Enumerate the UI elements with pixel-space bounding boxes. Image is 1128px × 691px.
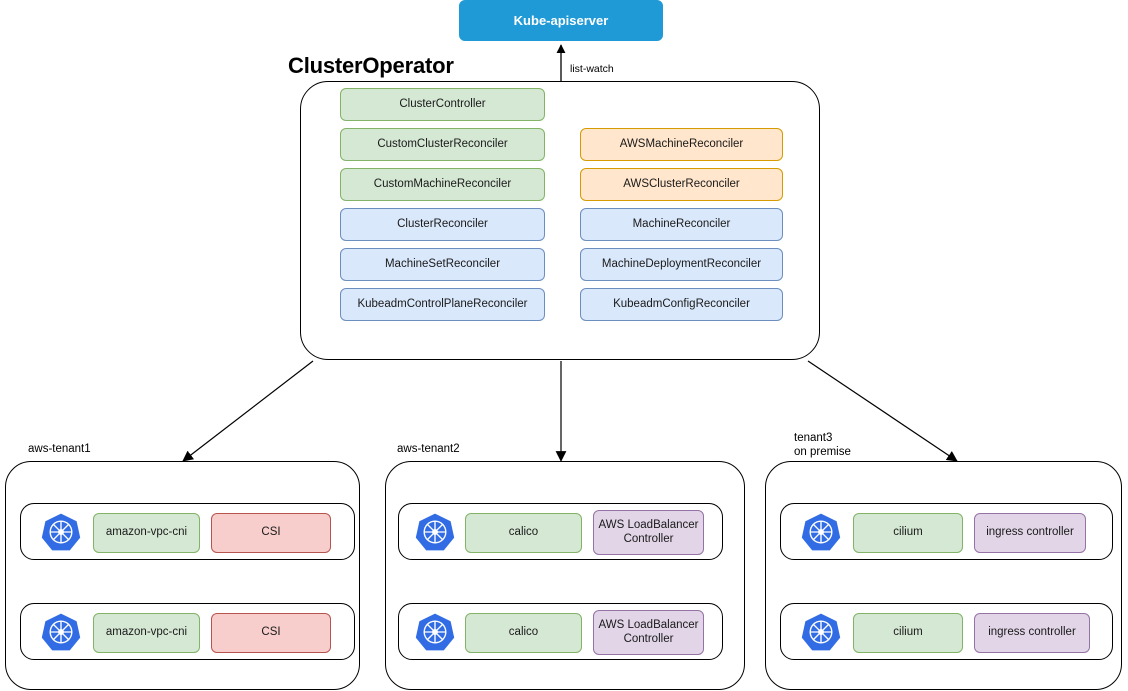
component-label: AWS LoadBalancer Controller xyxy=(598,618,699,645)
component-label: calico xyxy=(508,526,539,539)
component-label: CSI xyxy=(261,626,281,639)
tenant2-node2-component-aws-loadbalancer-controller[interactable]: AWS LoadBalancer Controller xyxy=(593,610,704,655)
tenant-label-tenant3: tenant3 on premise xyxy=(794,432,851,458)
operator-component-custom-cluster-reconciler[interactable]: CustomClusterReconciler xyxy=(340,128,545,161)
kube-apiserver-label: Kube-apiserver xyxy=(513,13,609,28)
edge-operator-to-tenant1 xyxy=(182,360,314,462)
component-label: AWSMachineReconciler xyxy=(619,137,744,150)
component-label: MachineDeploymentReconciler xyxy=(601,257,762,270)
tenant-label-aws-tenant1: aws-tenant1 xyxy=(28,443,91,455)
operator-component-machine-reconciler[interactable]: MachineReconciler xyxy=(580,208,783,241)
page-title: ClusterOperator xyxy=(288,53,454,78)
component-label: calico xyxy=(508,626,539,639)
operator-component-kubeadm-controlplane-reconciler[interactable]: KubeadmControlPlaneReconciler xyxy=(340,288,545,321)
kubernetes-logo-icon xyxy=(41,612,81,652)
operator-component-machinedeployment-reconciler[interactable]: MachineDeploymentReconciler xyxy=(580,248,783,281)
component-label: KubeadmControlPlaneReconciler xyxy=(357,297,528,310)
component-label: ingress controller xyxy=(988,626,1076,639)
component-label: ClusterReconciler xyxy=(397,217,488,230)
operator-component-aws-machine-reconciler[interactable]: AWSMachineReconciler xyxy=(580,128,783,161)
operator-component-machineset-reconciler[interactable]: MachineSetReconciler xyxy=(340,248,545,281)
component-label: ClusterController xyxy=(399,97,486,110)
tenant2-node1-component-aws-loadbalancer-controller[interactable]: AWS LoadBalancer Controller xyxy=(593,510,704,555)
component-label: amazon-vpc-cni xyxy=(105,626,188,639)
tenant3-node-1: cilium ingress controller xyxy=(780,503,1113,560)
tenant3-node1-component-cilium[interactable]: cilium xyxy=(853,513,963,553)
kube-apiserver-node: Kube-apiserver xyxy=(459,0,663,41)
operator-component-kubeadm-config-reconciler[interactable]: KubeadmConfigReconciler xyxy=(580,288,783,321)
tenant3-node-2: cilium ingress controller xyxy=(780,603,1113,660)
tenant3-node1-component-ingress-controller[interactable]: ingress controller xyxy=(974,513,1086,553)
tenant3-node2-component-ingress-controller[interactable]: ingress controller xyxy=(974,613,1090,653)
kubernetes-logo-icon xyxy=(415,512,455,552)
component-label: MachineSetReconciler xyxy=(384,257,501,270)
operator-component-cluster-controller[interactable]: ClusterController xyxy=(340,88,545,121)
tenant2-node2-component-calico[interactable]: calico xyxy=(465,613,582,653)
kubernetes-logo-icon xyxy=(801,612,841,652)
kubernetes-logo-icon xyxy=(415,612,455,652)
tenant2-node1-component-calico[interactable]: calico xyxy=(465,513,582,553)
component-label: KubeadmConfigReconciler xyxy=(613,297,750,310)
component-label: AWS LoadBalancer Controller xyxy=(598,518,699,545)
operator-component-custom-machine-reconciler[interactable]: CustomMachineReconciler xyxy=(340,168,545,201)
component-label: CustomClusterReconciler xyxy=(377,137,508,150)
edge-label-list-watch: list-watch xyxy=(570,63,614,75)
tenant1-node1-component-cni[interactable]: amazon-vpc-cni xyxy=(93,513,200,553)
tenant1-node2-component-csi[interactable]: CSI xyxy=(211,613,331,653)
tenant2-node-2: calico AWS LoadBalancer Controller xyxy=(398,603,723,660)
tenant1-node1-component-csi[interactable]: CSI xyxy=(211,513,331,553)
operator-component-cluster-reconciler[interactable]: ClusterReconciler xyxy=(340,208,545,241)
operator-component-aws-cluster-reconciler[interactable]: AWSClusterReconciler xyxy=(580,168,783,201)
component-label: MachineReconciler xyxy=(632,217,731,230)
tenant3-node2-component-cilium[interactable]: cilium xyxy=(853,613,963,653)
component-label: ingress controller xyxy=(986,526,1074,539)
tenant1-node-2: amazon-vpc-cni CSI xyxy=(20,603,355,660)
component-label: amazon-vpc-cni xyxy=(105,526,188,539)
kubernetes-logo-icon xyxy=(801,512,841,552)
component-label: AWSClusterReconciler xyxy=(623,177,740,190)
component-label: cilium xyxy=(893,526,923,539)
tenant-label-aws-tenant2: aws-tenant2 xyxy=(397,443,460,455)
component-label: CSI xyxy=(261,526,281,539)
tenant2-node-1: calico AWS LoadBalancer Controller xyxy=(398,503,723,560)
component-label: CustomMachineReconciler xyxy=(373,177,512,190)
tenant1-node-1: amazon-vpc-cni CSI xyxy=(20,503,355,560)
kubernetes-logo-icon xyxy=(41,512,81,552)
component-label: cilium xyxy=(893,626,923,639)
tenant1-node2-component-cni[interactable]: amazon-vpc-cni xyxy=(93,613,200,653)
